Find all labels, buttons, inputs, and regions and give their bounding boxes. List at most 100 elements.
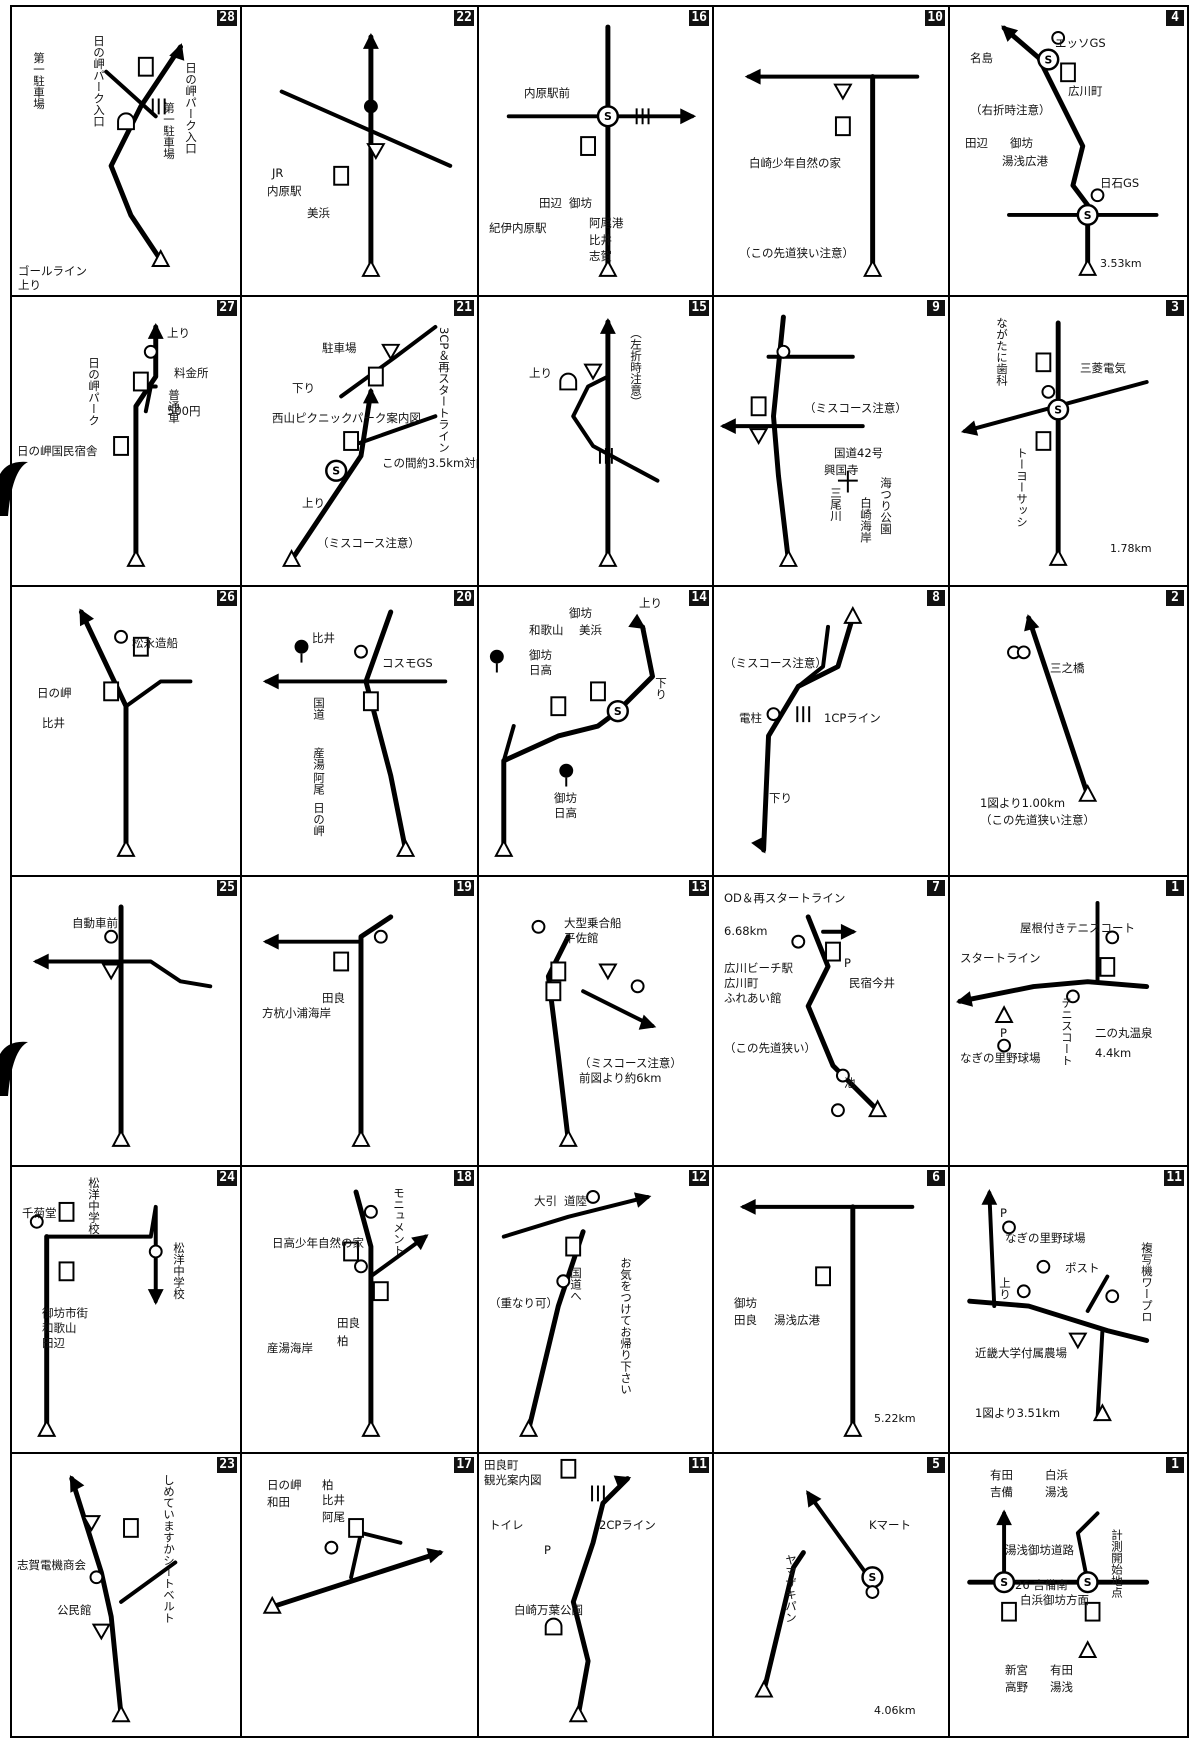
map-label: トーヨーサッシ bbox=[1015, 447, 1029, 528]
building-icon bbox=[1035, 431, 1052, 451]
map-label: 日高 bbox=[554, 806, 577, 820]
map-label: 前図より約6km bbox=[579, 1071, 662, 1085]
map-label: なぎの里野球場 bbox=[1005, 1231, 1086, 1245]
direction-arrow-icon bbox=[840, 923, 857, 940]
map-label: この間約3.5km対向車注意 bbox=[382, 456, 477, 470]
start-triangle-icon bbox=[37, 1418, 57, 1437]
building-icon bbox=[58, 1201, 75, 1222]
map-label: 有田 bbox=[1050, 1663, 1073, 1677]
building-icon bbox=[132, 371, 149, 392]
map-label: （この先道狭い注意） bbox=[980, 813, 1095, 827]
landmark-circle-icon bbox=[1051, 31, 1066, 45]
map-label: 田良 bbox=[337, 1316, 360, 1330]
map-label: 湯浅広港 bbox=[1002, 154, 1048, 168]
map-label: 日の岬パーク入口 bbox=[184, 62, 198, 154]
direction-arrow-icon bbox=[634, 1192, 652, 1208]
road-line bbox=[34, 959, 213, 989]
map-label: P bbox=[1000, 1206, 1007, 1220]
map-label: なぎの里野球場 bbox=[960, 1051, 1041, 1065]
map-label: 紀伊内原駅 bbox=[489, 221, 547, 235]
route-diagram bbox=[279, 33, 453, 277]
panel-number: 9 bbox=[927, 300, 945, 316]
road-line bbox=[987, 1191, 997, 1309]
start-triangle-icon bbox=[361, 258, 381, 277]
panel-number: 2 bbox=[1166, 590, 1184, 606]
map-label: 内原駅 bbox=[267, 184, 302, 198]
map-label: 複写機ワープロ bbox=[1140, 1242, 1154, 1323]
route-diagram bbox=[544, 1458, 632, 1723]
landmark-circle-icon bbox=[1041, 384, 1056, 399]
map-label: （ミスコース注意） bbox=[724, 656, 827, 670]
route-diagram bbox=[104, 43, 185, 267]
building-icon bbox=[1084, 1601, 1101, 1622]
direction-arrow-icon bbox=[638, 1014, 657, 1030]
yield-triangle-icon bbox=[81, 1515, 102, 1532]
direction-arrow-icon bbox=[147, 323, 164, 339]
road-line bbox=[349, 414, 438, 448]
road-line bbox=[501, 1194, 650, 1239]
map-label: 日の岬 bbox=[267, 1478, 302, 1492]
yield-triangle-icon bbox=[583, 363, 603, 381]
road-line bbox=[1085, 1274, 1110, 1313]
distance-label: 4.06km bbox=[874, 1704, 916, 1717]
map-label: 日高少年自然の家 bbox=[272, 1236, 364, 1250]
map-label: 内原駅前 bbox=[524, 86, 570, 100]
landmark-circle-icon bbox=[373, 929, 388, 944]
tunnel-icon bbox=[117, 112, 135, 131]
map-label: JR bbox=[272, 166, 284, 180]
map-label: 3CP＆再スタートライン bbox=[437, 327, 451, 453]
map-label: 白崎海岸 bbox=[859, 497, 873, 543]
road-line bbox=[957, 979, 1150, 1004]
route-diagram bbox=[501, 1190, 652, 1437]
map-label: （重なり可） bbox=[489, 1296, 558, 1310]
road-line bbox=[143, 384, 158, 414]
map-label: ヤマザキパン bbox=[784, 1554, 798, 1623]
landmark-circle-icon bbox=[556, 1274, 571, 1289]
start-triangle-icon bbox=[396, 838, 416, 857]
direction-arrow-icon bbox=[169, 43, 185, 61]
yield-triangle-icon bbox=[366, 143, 386, 160]
building-icon bbox=[825, 941, 841, 962]
map-label: 比井 bbox=[322, 1493, 345, 1507]
panel-number: 8 bbox=[927, 590, 945, 606]
map-label: 三菱電気 bbox=[1080, 361, 1126, 375]
landmark-circle-icon bbox=[831, 1103, 845, 1118]
panel-number: 3 bbox=[1166, 300, 1184, 316]
landmark-circle-icon bbox=[324, 1540, 339, 1555]
route-diagram bbox=[262, 609, 448, 857]
distance-label: 3.53km bbox=[1100, 257, 1142, 270]
map-label: 有田 bbox=[990, 1468, 1013, 1482]
map-label: 上り bbox=[167, 326, 190, 340]
map-label: コスモGS bbox=[382, 656, 433, 670]
map-label: 料金所 bbox=[174, 366, 209, 380]
svg-text:S: S bbox=[604, 110, 612, 123]
map-label: 湯浅御坊道路 bbox=[1005, 1543, 1074, 1557]
map-label: 観光案内図 bbox=[484, 1473, 542, 1487]
svg-text:S: S bbox=[1084, 1576, 1092, 1589]
map-label: 阿尾 bbox=[312, 772, 326, 795]
tunnel-icon bbox=[559, 372, 578, 391]
building-icon bbox=[123, 1518, 139, 1538]
route-diagram: SS bbox=[1001, 25, 1159, 276]
map-label: ゴールライン bbox=[18, 264, 87, 278]
panel-number: 1 bbox=[1166, 880, 1184, 896]
panel-number: 24 bbox=[217, 1170, 237, 1186]
start-triangle-icon bbox=[1078, 258, 1098, 276]
map-label: 西山ピクニックパーク案内図 bbox=[272, 411, 421, 425]
map-label: 三尾川 bbox=[829, 487, 843, 522]
building-icon bbox=[545, 981, 562, 1002]
start-triangle-icon bbox=[262, 1595, 282, 1614]
map-label: 田良 bbox=[734, 1313, 757, 1327]
direction-arrow-icon bbox=[1024, 614, 1040, 632]
building-icon bbox=[590, 681, 606, 702]
route-diagram bbox=[29, 1201, 164, 1437]
route-diagram: S bbox=[754, 1490, 884, 1698]
